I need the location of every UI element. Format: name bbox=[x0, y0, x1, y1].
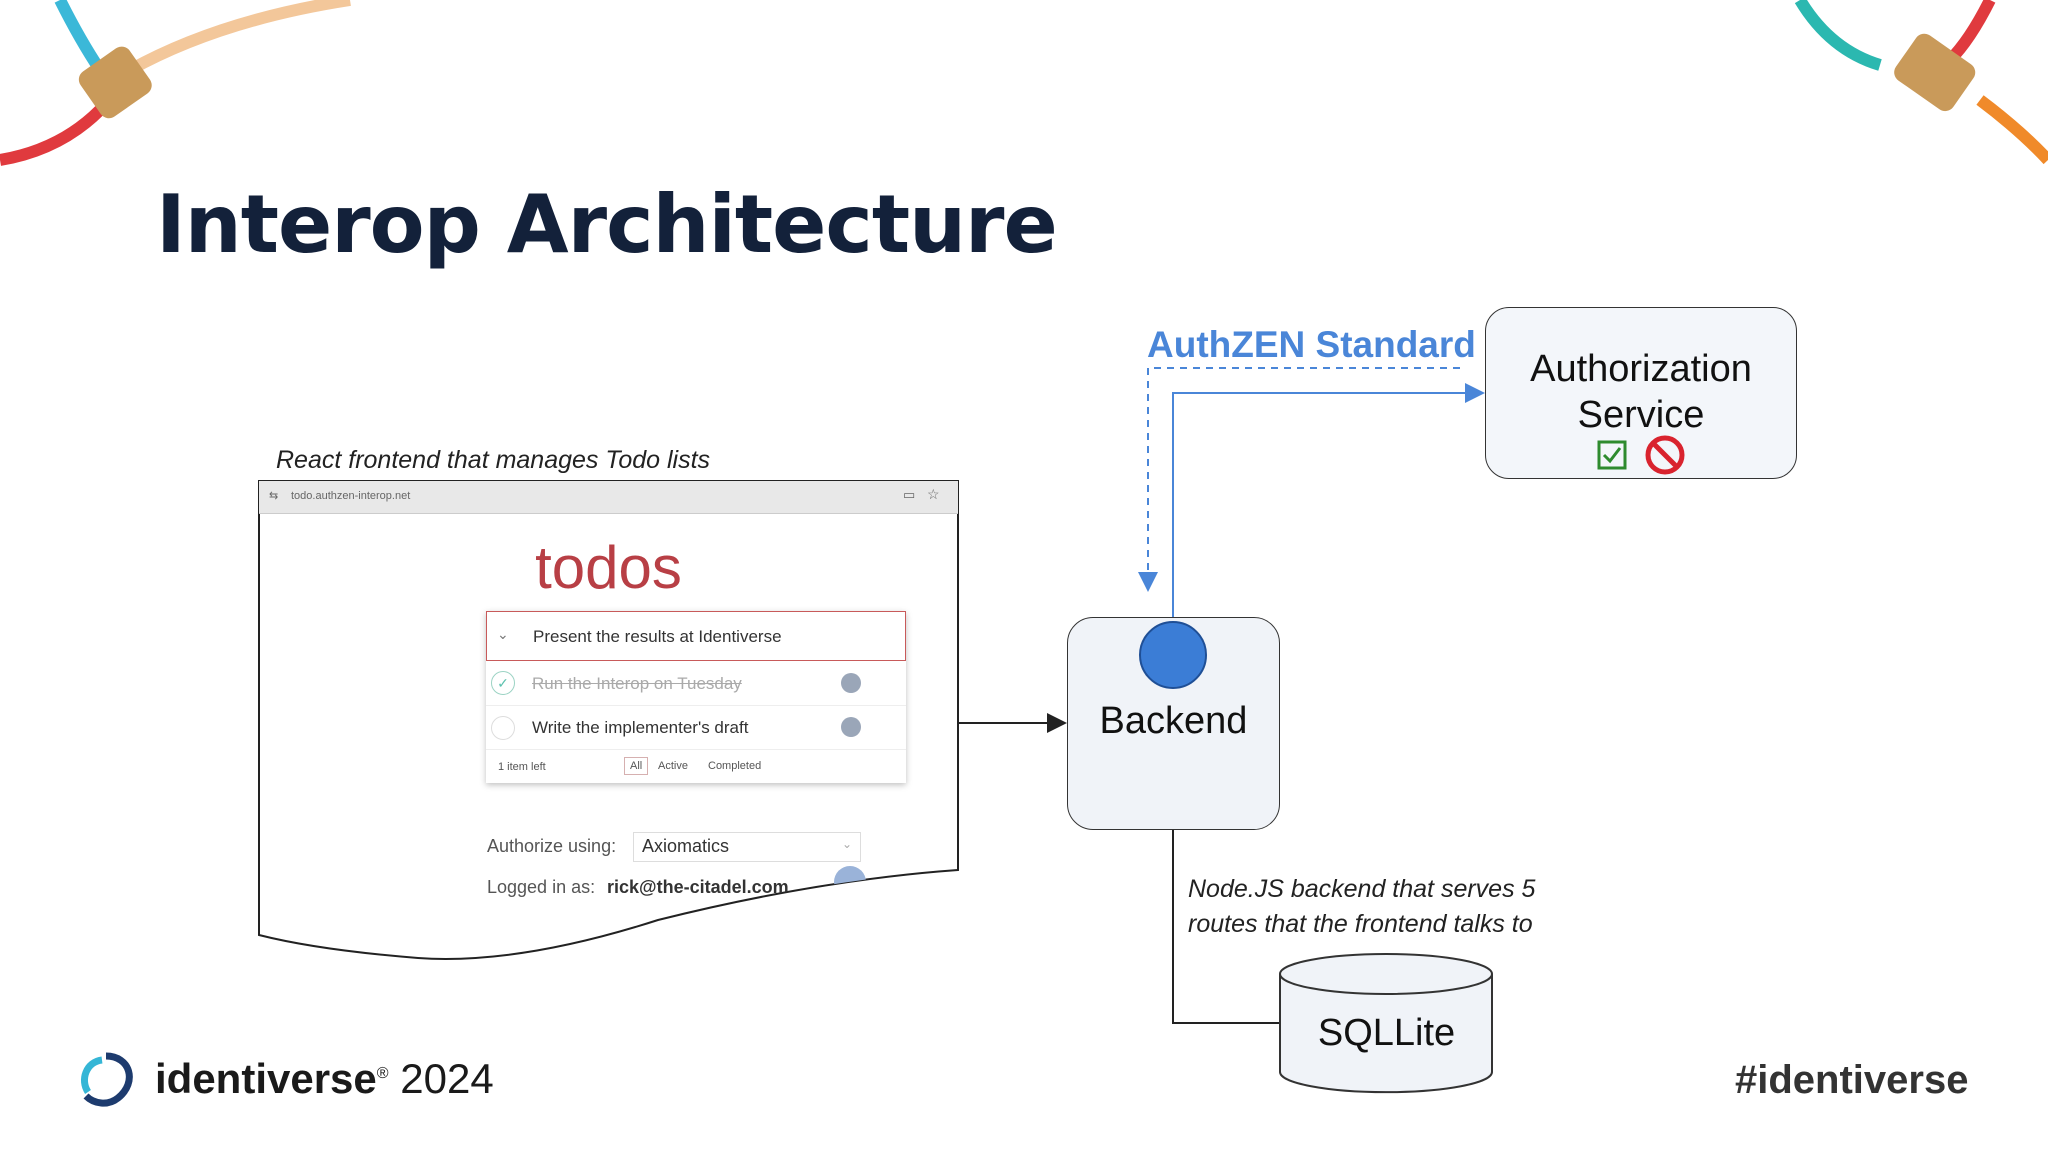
deny-prohibited-icon bbox=[1645, 435, 1685, 475]
star-icon: ☆ bbox=[927, 486, 940, 502]
authzen-label: AuthZEN Standard bbox=[1147, 324, 1476, 365]
todo-card: ⌄ Present the results at Identiverse ✓ R… bbox=[486, 611, 906, 783]
todo-item-text: Write the implementer's draft bbox=[532, 718, 749, 737]
slide-title: Interop Architecture bbox=[156, 178, 1058, 271]
authorize-value: Axiomatics bbox=[642, 836, 730, 856]
delete-icon[interactable] bbox=[841, 717, 861, 737]
database-label: SQLLite bbox=[1317, 1012, 1456, 1054]
items-left-count: 1 item left bbox=[498, 761, 546, 773]
filter-all[interactable]: All bbox=[624, 757, 648, 775]
brand-name: identiverse bbox=[155, 1055, 377, 1102]
new-todo-input[interactable]: ⌄ Present the results at Identiverse bbox=[486, 611, 906, 661]
connector-icon bbox=[78, 46, 152, 119]
backend-to-db-line bbox=[1172, 830, 1280, 1024]
authorization-service-label: Authorization Service bbox=[1485, 346, 1797, 438]
url-text: todo.authzen-interop.net bbox=[291, 490, 411, 502]
backend-caption-line1: Node.JS backend that serves 5 bbox=[1188, 875, 1536, 903]
auth-response-dashed-arrow bbox=[1138, 367, 1460, 592]
hashtag: #identiverse bbox=[1735, 1058, 1969, 1102]
database-cylinder bbox=[1279, 953, 1493, 1094]
authorize-select[interactable]: Axiomatics ⌄ bbox=[633, 832, 861, 862]
todo-item: Write the implementer's draft bbox=[486, 705, 906, 750]
logged-in-user: rick@the-citadel.com bbox=[607, 877, 789, 897]
todos-heading: todos bbox=[535, 534, 682, 601]
corner-cable-right bbox=[1794, 0, 2048, 165]
site-settings-icon: ⇆ bbox=[269, 490, 279, 502]
connector-icon bbox=[1894, 33, 1976, 112]
backend-caption-line2: routes that the frontend talks to bbox=[1188, 910, 1533, 938]
filter-active[interactable]: Active bbox=[658, 760, 688, 772]
new-todo-value: Present the results at Identiverse bbox=[533, 627, 782, 646]
corner-cable-left bbox=[0, 0, 351, 166]
empty-circle-icon[interactable] bbox=[491, 716, 515, 740]
browser-address-bar: ⇆ todo.authzen-interop.net ▭ ☆ bbox=[259, 481, 958, 514]
todo-app-screenshot: ⇆ todo.authzen-interop.net ▭ ☆ todos ⌄ P… bbox=[259, 481, 958, 961]
brand-wordmark: identiverse® 2024 bbox=[155, 1055, 494, 1102]
backend-endpoint-circle bbox=[1139, 621, 1207, 689]
authorization-service-line1: Authorization bbox=[1530, 348, 1752, 390]
backend-caption: Node.JS backend that serves 5 routes tha… bbox=[1188, 872, 1535, 942]
brand-year: 2024 bbox=[400, 1055, 494, 1102]
todo-item-text: Run the Interop on Tuesday bbox=[532, 674, 742, 693]
authorization-service-line2: Service bbox=[1577, 394, 1705, 436]
frontend-caption: React frontend that manages Todo lists bbox=[276, 446, 711, 474]
chevron-down-icon: ⌄ bbox=[842, 837, 853, 851]
backend-to-auth-arrow bbox=[1172, 383, 1485, 617]
allow-check-icon bbox=[1597, 440, 1627, 470]
cast-icon: ▭ bbox=[903, 487, 916, 502]
delete-icon[interactable] bbox=[841, 673, 861, 693]
backend-label: Backend bbox=[1099, 700, 1248, 742]
chevron-down-icon[interactable]: ⌄ bbox=[497, 626, 509, 642]
authorize-label: Authorize using: bbox=[487, 836, 617, 856]
todo-footer: 1 item left All Active Completed bbox=[486, 749, 906, 783]
filter-completed[interactable]: Completed bbox=[708, 760, 762, 772]
checked-circle-icon[interactable]: ✓ bbox=[491, 671, 515, 695]
identiverse-logo-icon bbox=[81, 1052, 133, 1107]
logged-in-label: Logged in as: bbox=[487, 877, 596, 897]
todo-item: ✓ Run the Interop on Tuesday bbox=[486, 661, 906, 706]
authorization-service-box bbox=[1485, 307, 1797, 479]
